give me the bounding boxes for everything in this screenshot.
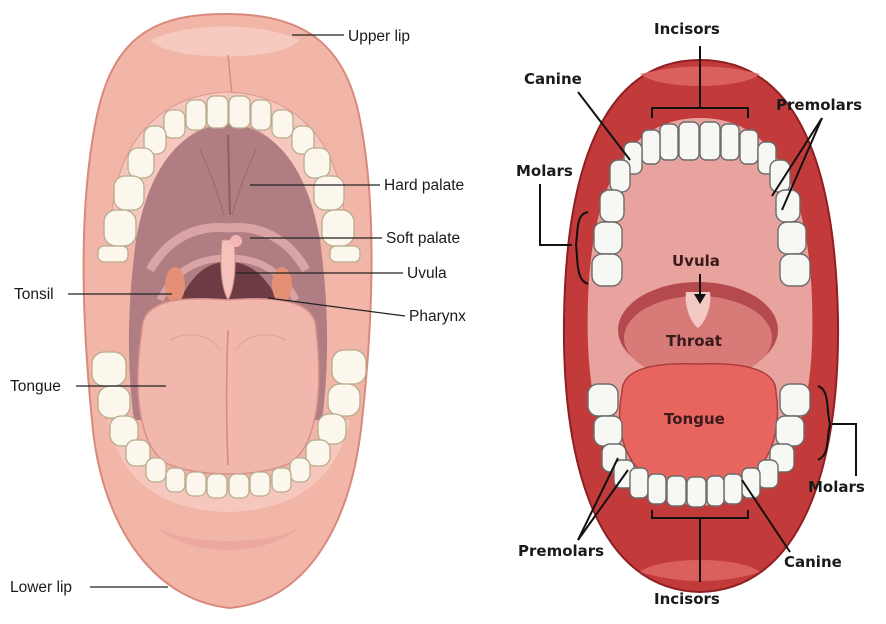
label-pharynx: Pharynx [409,308,466,325]
label-lower-lip: Lower lip [10,579,72,596]
label-canine-bottom: Canine [784,553,842,571]
label-upper-lip: Upper lip [348,28,410,45]
label-incisors-top: Incisors [654,20,720,38]
label-tonsil: Tonsil [14,286,54,303]
label-throat: Throat [666,332,722,350]
label-tongue-right: Tongue [664,410,725,428]
label-hard-palate: Hard palate [384,177,464,194]
label-molars-left: Molars [516,162,573,180]
label-uvula-right: Uvula [672,252,720,270]
label-premolars-bottom: Premolars [518,542,604,560]
label-molars-right: Molars [808,478,865,496]
label-incisors-bottom: Incisors [654,590,720,608]
right-mouth-illustration [564,60,838,592]
label-tongue-left: Tongue [10,378,61,395]
label-soft-palate: Soft palate [386,230,460,247]
label-premolars-top: Premolars [776,96,862,114]
label-uvula: Uvula [407,265,447,282]
left-mouth-illustration [84,14,372,608]
label-canine-top: Canine [524,70,582,88]
